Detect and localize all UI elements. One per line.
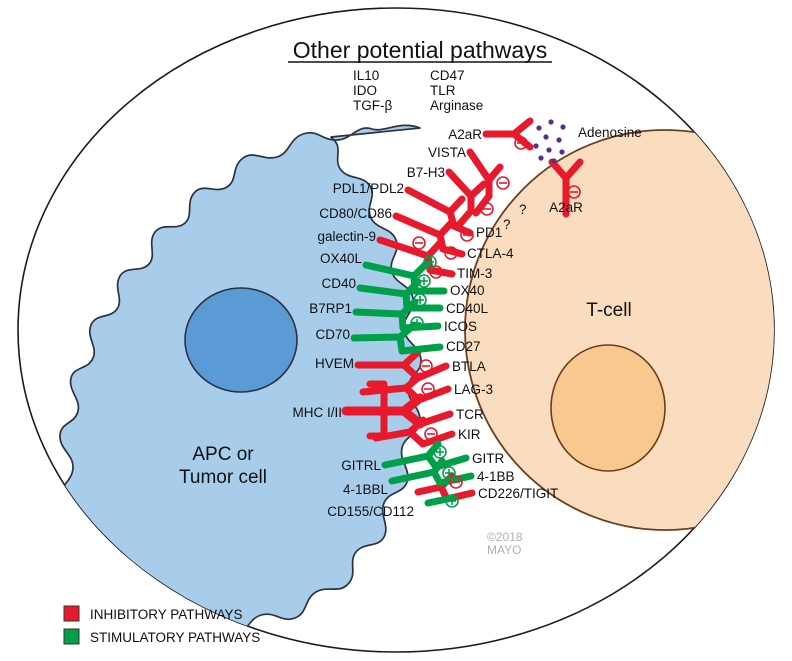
label-a2ar-apc: A2aR [448,127,482,142]
receptor-label-kir: KIR [458,427,481,442]
ligand-label-41bbl: 4-1BBL [343,482,389,497]
apc-label-line2: Tumor cell [179,467,267,488]
header-col1-item-1: IDO [353,83,377,98]
label-a2ar-tcell: A2aR [549,200,583,215]
ligand-label-galectin9: galectin-9 [317,229,376,244]
question-mark-1: ? [519,202,527,217]
receptor-label-lag3: LAG-3 [454,382,493,397]
receptor-label-tcr: TCR [456,407,484,422]
ligand-label-b7rp1: B7RP1 [309,301,352,316]
header-col2-item-1: TLR [430,83,456,98]
tcell-nucleus [550,344,666,472]
label-adenosine: Adenosine [578,125,642,140]
pathway-mhc-kir [372,416,456,448]
receptor-label-cd226-tigit: CD226/TIGIT [478,486,558,501]
header-col1-item-0: IL10 [353,68,379,83]
ligand-label-mhc: MHC I/II [293,405,343,420]
receptor-label-icos: ICOS [444,319,477,334]
receptor-label-tim3: TIM-3 [457,266,492,281]
receptor-label-41bb: 4-1BB [477,469,515,484]
header-title: Other potential pathways [293,37,547,63]
receptor-label-gitr: GITR [472,451,504,466]
receptor-label-pd1: PD1 [476,225,502,240]
ligand-label-gitrl: GITRL [341,458,381,473]
legend-swatch-inhibitory [63,605,80,622]
receptor-label-btla: BTLA [452,359,486,374]
question-mark-2: ? [503,217,511,232]
pathway-cd70-cd27 [350,321,444,355]
ligand-label-ox40l: OX40L [320,251,363,266]
receptor-label-ctla4: CTLA-4 [467,246,514,261]
ligand-label-cd80-cd86: CD80/CD86 [319,206,392,221]
sign-markers [410,136,581,508]
ligand-label-hvem: HVEM [315,356,354,371]
receptor-label-cd40l: CD40L [446,301,489,316]
ligand-label-vista: VISTA [428,145,466,160]
pathway-a2ar-tcell [548,158,584,218]
ligand-label-cd155-cd112: CD155/CD112 [327,504,414,519]
pathway-cd155-stub [424,494,456,507]
apc-nucleus [184,287,298,393]
ligand-label-cd40: CD40 [321,276,356,291]
pathway-b7h3 [445,168,488,230]
legend-label-inhibitory: INHIBITORY PATHWAYS [90,607,243,622]
ligand-label-pdl1-pdl2: PDL1/PDL2 [333,181,404,196]
header-col1-item-2: TGF-β [353,98,392,113]
receptor-label-ox40: OX40 [450,283,485,298]
copyright-line1: ©2018 [487,530,523,544]
ligand-label-b7h3: B7-H3 [407,165,445,180]
adenosine-dots [533,119,566,164]
ligand-label-cd70: CD70 [315,327,350,342]
tcell-label: T-cell [586,300,631,321]
header-col2-item-2: Arginase [430,98,483,113]
header-col2-item-0: CD47 [430,68,465,83]
legend-swatch-stimulatory [63,628,80,645]
pathway-41bbl-41bb [388,457,475,487]
apc-label-line1: APC or [192,444,254,465]
legend-label-stimulatory: STIMULATORY PATHWAYS [90,630,260,645]
receptor-label-cd27: CD27 [446,339,481,354]
copyright-line2: MAYO [487,543,521,557]
